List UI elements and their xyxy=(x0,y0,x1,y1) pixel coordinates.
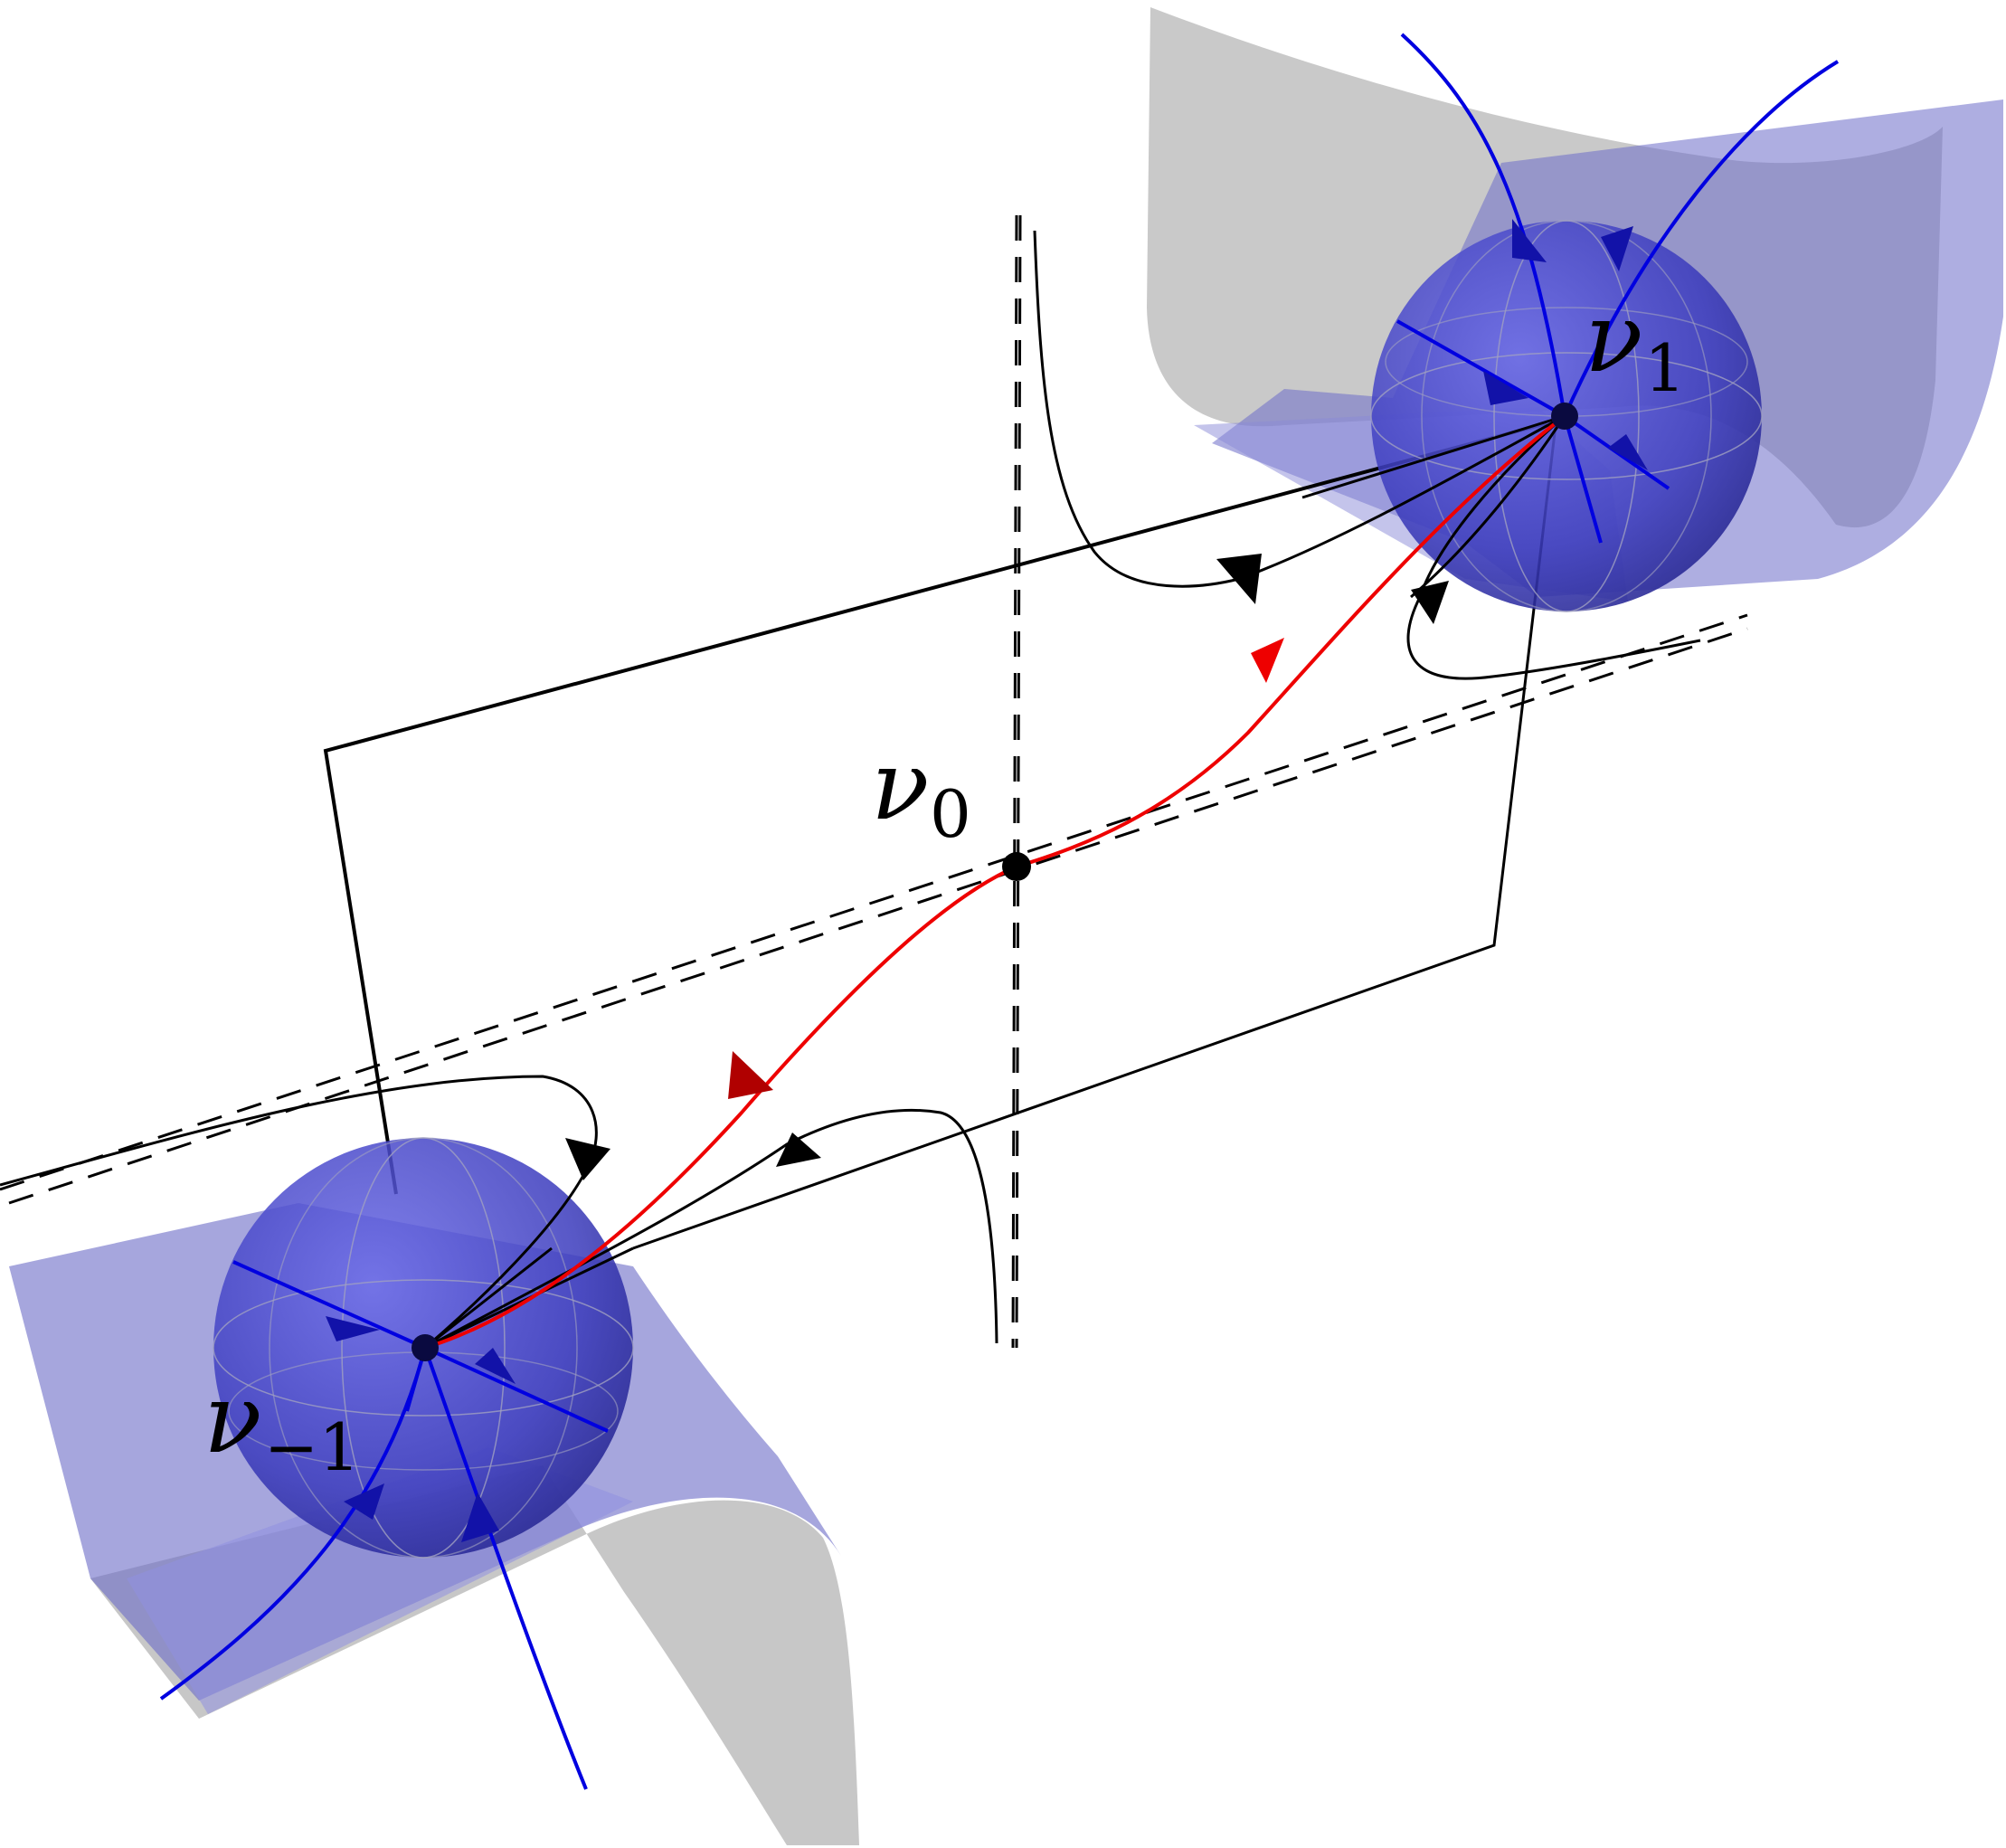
svg-text:1: 1 xyxy=(1644,330,1686,406)
black-arrow-lower-hook xyxy=(776,1132,821,1167)
svg-text:ν: ν xyxy=(1585,282,1642,393)
equilibria xyxy=(412,403,1578,1361)
vertical-axis-left xyxy=(1011,214,1018,1349)
black-flow-upper-mid xyxy=(1410,415,1566,599)
blue-arrow-u3 xyxy=(1483,371,1528,405)
blue-flow-upper-4 xyxy=(1563,415,1603,544)
black-flow-upper-lower-hook xyxy=(1406,414,1701,680)
blue-flow-lines xyxy=(159,33,1840,1790)
blue-arrow-u1 xyxy=(1512,219,1547,262)
blue-flow-upper-2 xyxy=(1563,60,1840,417)
black-flow-upper-hook xyxy=(1033,230,1566,588)
plane-left-top-edge xyxy=(323,422,1547,1195)
red-arrow-upper xyxy=(1251,638,1284,683)
svg-text:0: 0 xyxy=(930,776,971,852)
blue-arrow-u2 xyxy=(1601,226,1633,271)
svg-text:ν: ν xyxy=(203,1363,261,1474)
blue-arrow-l3 xyxy=(344,1483,384,1520)
red-arrow-lower xyxy=(728,1051,773,1099)
black-arrow-upper-lower xyxy=(1411,581,1449,624)
blue-arrow-l1 xyxy=(326,1316,380,1341)
label-nu0: ν 0 xyxy=(871,730,971,852)
black-arrow-upper-hook xyxy=(1216,554,1262,604)
black-flow-lower-mid xyxy=(424,1246,553,1350)
diagonal-axis-1 xyxy=(0,613,1748,1191)
blue-flow-lower-2 xyxy=(423,1347,588,1790)
blue-arrow-l4 xyxy=(461,1493,499,1542)
blue-arrow-l2 xyxy=(475,1348,516,1384)
blue-arrow-u4 xyxy=(1608,434,1648,470)
svg-text:−1: −1 xyxy=(264,1409,360,1485)
diagonal-axis-2 xyxy=(8,627,1748,1205)
black-arrowheads xyxy=(565,554,1449,1180)
svg-text:ν: ν xyxy=(871,730,929,841)
heteroclinic-orbit xyxy=(424,414,1566,1350)
blue-flow-upper-1 xyxy=(1400,33,1566,417)
label-nu1: ν 1 xyxy=(1585,282,1686,406)
black-flow-upper-left xyxy=(1301,414,1566,499)
red-orbit xyxy=(424,414,1566,1350)
black-arrow-lower-upper xyxy=(565,1138,610,1180)
point-nu-minus1 xyxy=(412,1334,439,1361)
point-nu1 xyxy=(1551,403,1578,430)
blue-flow-lower-1 xyxy=(159,1347,427,1701)
blue-arrowheads xyxy=(326,219,1648,1542)
point-nu0 xyxy=(1002,852,1031,881)
black-flow-lower-upper-hook xyxy=(0,1075,598,1350)
vertical-axis-right xyxy=(1015,214,1022,1349)
label-nu-minus1: ν −1 xyxy=(203,1363,360,1485)
